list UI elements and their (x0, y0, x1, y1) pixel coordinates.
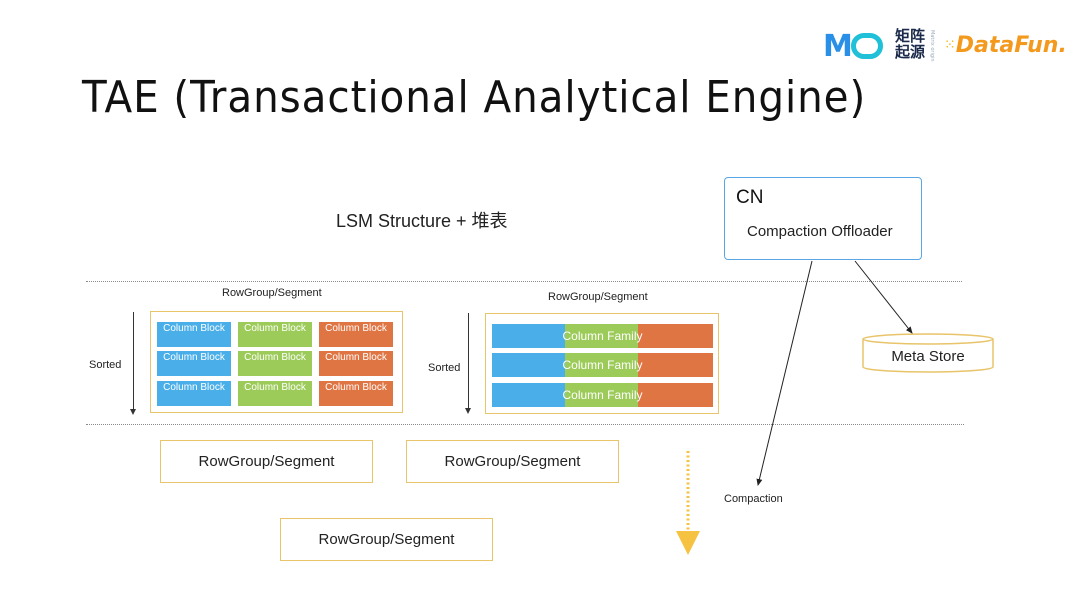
column-block: Column Block (238, 322, 312, 347)
mo-logo-o (850, 33, 883, 59)
lower-segment-box: RowGroup/Segment (160, 440, 373, 483)
column-block: Column Block (157, 351, 231, 376)
lower-segment-box: RowGroup/Segment (280, 518, 493, 561)
left-segment-box: Column Block Column Block Column Block C… (150, 311, 403, 413)
lower-segment-box: RowGroup/Segment (406, 440, 619, 483)
meta-store-cylinder (862, 333, 994, 373)
diagram-subtitle: LSM Structure + 堆表 (336, 211, 508, 231)
datafun-text: DataFun. (955, 32, 1067, 58)
left-segment-label: RowGroup/Segment (222, 287, 322, 299)
column-block: Column Block (319, 351, 393, 376)
matrixorigin-logo: M (823, 28, 883, 64)
column-block: Column Block (238, 381, 312, 406)
page-title: TAE (Transactional Analytical Engine) (82, 72, 867, 123)
compaction-arrow (756, 260, 813, 486)
cn-node: CN Compaction Offloader (724, 177, 922, 260)
datafun-logo: ⁙ DataFun. (944, 28, 1067, 62)
logo-cn-bottom: 起源 (895, 43, 926, 61)
right-segment-label: RowGroup/Segment (548, 291, 648, 303)
column-block: Column Block (238, 351, 312, 376)
logo-vertical-text: Matrix origin (929, 30, 935, 62)
right-sorted-arrow-icon (465, 408, 471, 414)
right-segment-box: Column Family Column Family Column Famil… (485, 313, 719, 414)
column-family-row: Column Family (492, 383, 713, 407)
compaction-label: Compaction (724, 493, 783, 505)
mo-logo-m: M (823, 28, 853, 64)
column-family-row: Column Family (492, 324, 713, 348)
dashed-divider-bottom (86, 424, 964, 425)
meta-store-label: Meta Store (891, 348, 965, 365)
column-block: Column Block (319, 381, 393, 406)
right-sorted-label: Sorted (428, 362, 461, 374)
left-sorted-label: Sorted (89, 359, 122, 371)
column-block: Column Block (157, 322, 231, 347)
compaction-offloader-label: Compaction Offloader (747, 223, 893, 240)
column-block: Column Block (157, 381, 231, 406)
column-block: Column Block (319, 322, 393, 347)
left-sorted-arrow-line (133, 312, 134, 410)
meta-store-arrow (854, 260, 913, 334)
right-sorted-arrow-line (468, 313, 469, 409)
dashed-divider-top (86, 281, 962, 282)
left-sorted-arrow-icon (130, 409, 136, 415)
cn-title: CN (736, 187, 764, 208)
column-family-row: Column Family (492, 353, 713, 377)
logo-cn-top: 矩阵 (895, 27, 926, 45)
matrixorigin-cn-text: 矩阵 起源 (895, 28, 929, 60)
datafun-dots-icon: ⁙ (944, 37, 956, 53)
